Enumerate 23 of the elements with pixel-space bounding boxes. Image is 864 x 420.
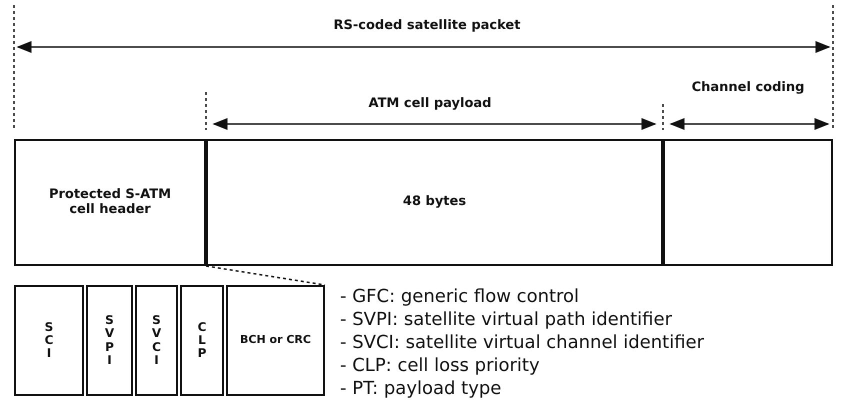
- dimension-label: Channel coding: [692, 80, 804, 95]
- field-label: SCI: [44, 320, 54, 360]
- field-box: [14, 139, 206, 266]
- field-label: SVCI: [150, 314, 162, 367]
- field-box: [180, 285, 224, 396]
- field-label: BCH or CRC: [240, 334, 311, 347]
- field-box: [206, 139, 663, 266]
- dimension-label: ATM cell payload: [368, 96, 492, 111]
- field-label: CLP: [196, 320, 208, 360]
- field-label: SVPI: [104, 314, 116, 367]
- abbreviation-note: - SVPI: satellite virtual path identifier: [340, 309, 672, 330]
- field-label: Protected S-ATM cell header: [48, 188, 172, 218]
- abbreviation-note: - PT: payload type: [340, 378, 502, 399]
- abbreviation-note: - SVCI: satellite virtual channel identifier: [340, 332, 704, 353]
- field-label: 48 bytes: [402, 195, 466, 210]
- field-box: [135, 285, 178, 396]
- abbreviation-note: - GFC: generic flow control: [340, 286, 580, 307]
- leader-line: [206, 265, 326, 286]
- field-box: [14, 285, 84, 396]
- abbreviation-note: - CLP: cell loss priority: [340, 355, 540, 376]
- field-box: [226, 285, 325, 396]
- dimension-label: RS-coded satellite packet: [334, 18, 520, 33]
- field-box: [86, 285, 133, 396]
